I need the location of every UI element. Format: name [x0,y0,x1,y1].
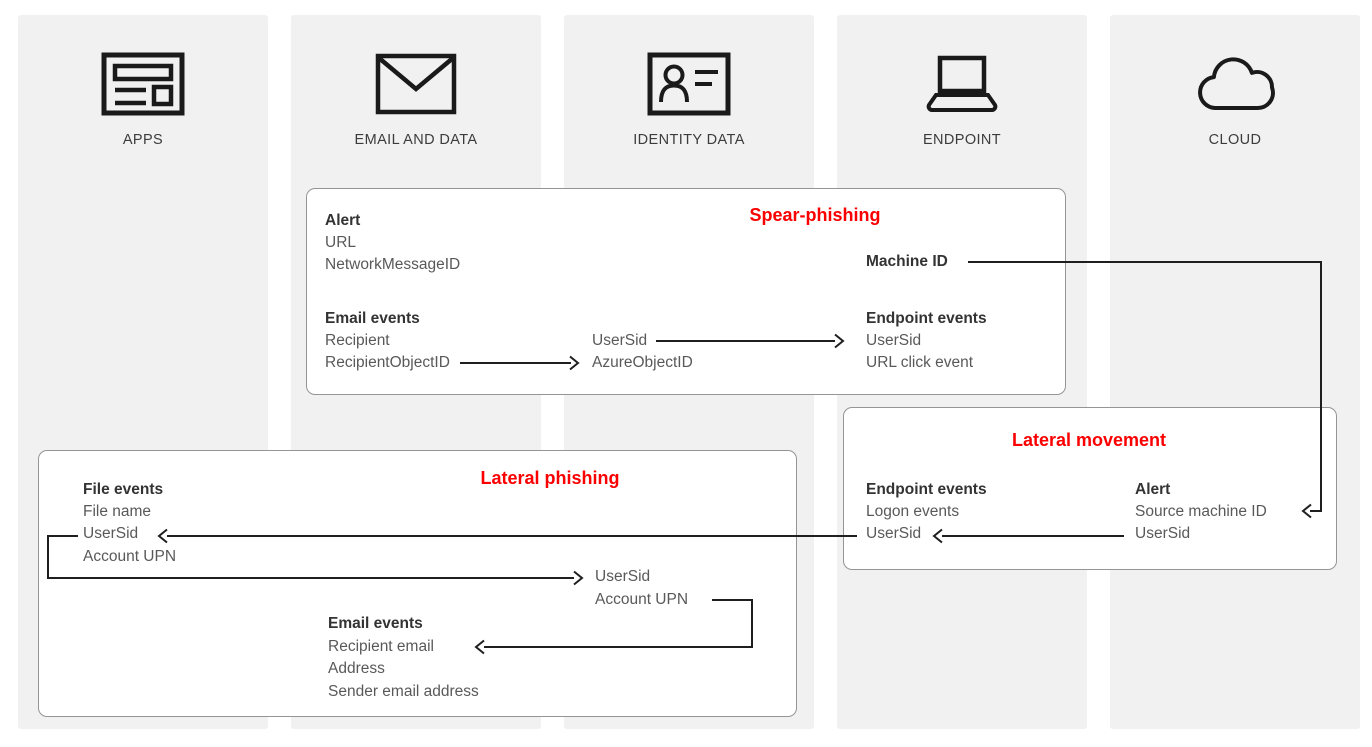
lp-item-senderemailaddress: Sender email address [328,683,479,700]
email-events-header: Email events [325,310,420,327]
lm-item-sourcemachineid: Source machine ID [1135,503,1267,520]
email-item-recipient: Recipient [325,332,390,349]
identity-item-azureobjectid: AzureObjectID [592,354,693,371]
identity-card-icon [564,45,814,123]
spear-phishing-title: Spear-phishing [749,205,881,225]
machine-id-label: Machine ID [866,253,948,270]
lp-item-usersid-identity: UserSid [595,568,651,585]
alert-item-url: URL [325,234,357,251]
lp-item-usersid-file: UserSid [83,525,139,542]
column-cloud: CLOUD [1110,15,1360,729]
lp-item-recipientemail: Recipient email [328,638,434,655]
lateral-phishing-title: Lateral phishing [480,468,620,488]
endpoint-item-urlclickevent: URL click event [866,354,974,371]
email-icon [291,45,541,123]
lp-email-events-header: Email events [328,615,423,632]
endpoint-item-usersid: UserSid [866,332,922,349]
column-label-identity: IDENTITY DATA [633,132,745,148]
lp-item-filename: File name [83,503,152,520]
lp-item-accountupn-file: Account UPN [83,548,177,565]
lateral-movement-title: Lateral movement [1011,430,1167,450]
lm-alert-header: Alert [1135,481,1171,498]
lm-item-usersid-right: UserSid [1135,525,1191,542]
lm-item-logonevents: Logon events [866,503,960,520]
column-label-endpoint: ENDPOINT [922,132,1002,148]
apps-icon [18,45,268,123]
lp-item-accountupn-identity: Account UPN [595,591,689,608]
lateral-phishing-box [38,450,797,717]
laptop-icon [837,45,1087,123]
email-item-recipientobjectid: RecipientObjectID [325,354,450,371]
endpoint-events-header: Endpoint events [866,310,987,327]
lp-item-address: Address [328,660,385,677]
cloud-icon [1110,45,1360,123]
alert-header: Alert [325,212,361,229]
alert-item-networkmessageid: NetworkMessageID [325,256,461,273]
spear-phishing-box [306,188,1066,395]
lm-item-usersid-left: UserSid [866,525,922,542]
column-label-cloud: CLOUD [1208,132,1262,148]
column-label-apps: APPS [122,132,164,148]
lp-file-events-header: File events [83,481,164,498]
identity-item-usersid: UserSid [592,332,648,349]
lm-endpoint-events-header: Endpoint events [866,481,987,498]
column-label-email: EMAIL AND DATA [354,132,478,148]
